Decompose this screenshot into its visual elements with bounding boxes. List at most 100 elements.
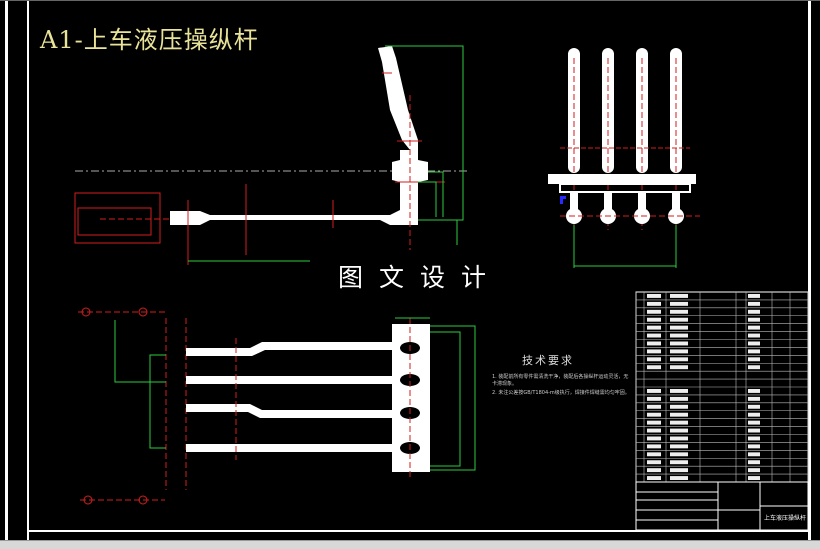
bom-cell-text [748, 452, 760, 457]
front-crossbar-lower [559, 183, 691, 193]
bom-cell-text [670, 365, 688, 370]
side-view-rod [170, 210, 405, 225]
technical-requirement-1: 1. 装配前所有零件需清洗干净，装配后各操纵杆运动灵活，无卡滞现象。 [492, 374, 629, 387]
bom-cell-text [670, 309, 688, 314]
bom-cell-text [748, 341, 760, 346]
bom-cell-text [647, 333, 661, 338]
bom-cell-text [670, 444, 688, 449]
bom-cell-text [670, 420, 688, 425]
bom-cell-text [647, 389, 661, 393]
side-view [74, 45, 470, 265]
bom-cell-text [647, 476, 661, 480]
sheet-border-right [808, 0, 811, 540]
front-view [548, 48, 700, 268]
top-height-dimension [430, 325, 476, 471]
bom-cell-text [670, 428, 688, 433]
bom-cell-text [647, 294, 661, 298]
bom-cell-text [748, 294, 760, 298]
bom-cell-text [647, 420, 661, 425]
lever-handle [378, 46, 418, 150]
bom-cell-text [647, 341, 661, 346]
cylinder-inner [77, 207, 152, 236]
bom-cell-text [670, 349, 688, 354]
bom-cell-text [748, 365, 760, 370]
bom-cell-text [748, 396, 760, 401]
technical-requirements-heading: 技术要求 [522, 354, 574, 367]
bom-cell-text [647, 301, 661, 306]
bom-table [635, 291, 809, 483]
bom-cell-text [670, 404, 688, 409]
bom-cell-text [647, 396, 661, 401]
mount-hole-1 [81, 307, 91, 317]
bom-cell-text [748, 333, 760, 338]
section-marker [560, 196, 566, 204]
bom-cell-text [670, 412, 688, 417]
bom-cell-text [748, 317, 760, 322]
bom-cell-text [670, 452, 688, 457]
bom-cell-text [670, 476, 688, 480]
bom-cell-text [670, 389, 688, 393]
bom-cell-text [748, 325, 760, 330]
top-rod-1 [186, 342, 395, 356]
bom-cell-text [647, 428, 661, 433]
sheet-border-left-outer [5, 0, 8, 540]
bom-cell-text [647, 436, 661, 441]
front-crossbar [548, 174, 696, 184]
bom-cell-text [670, 341, 688, 346]
lever-dim-2 [428, 171, 444, 217]
bom-cell-text [647, 309, 661, 314]
sheet-border-bottom [27, 530, 810, 532]
bom-cell-text [670, 436, 688, 441]
bom-cell-text [670, 460, 688, 465]
bom-cell-text [670, 301, 688, 306]
bom-cell-text [647, 325, 661, 330]
bom-cell-text [647, 404, 661, 409]
bom-cell-text [670, 294, 688, 298]
bom-cell-text [748, 412, 760, 417]
technical-requirement-2: 2. 未注公差按GB/T1804-m级执行，焊接件焊缝需均匀牢固。 [492, 390, 630, 396]
bom-cell-text [670, 325, 688, 330]
lever-height-dimension [385, 45, 464, 221]
bom-cell-text [748, 460, 760, 465]
bom-cell-text [748, 301, 760, 306]
front-lever-1 [568, 48, 580, 230]
bom-cell-text [748, 357, 760, 362]
bom-cell-text [647, 444, 661, 449]
bom-cell-text [748, 404, 760, 409]
drawing-title: A1-上车液压操纵杆 [40, 26, 259, 54]
bom-cell-text [748, 420, 760, 425]
bom-cell-text [748, 444, 760, 449]
status-bar [0, 540, 820, 549]
title-block: 上车液压操纵杆 [635, 481, 809, 531]
bom-cell-text [670, 468, 688, 473]
bom-cell-text [670, 317, 688, 322]
bom-cell-text [748, 349, 760, 354]
cylinder-outline [74, 192, 161, 244]
front-lever-2 [602, 48, 614, 230]
bom-cell-text [748, 436, 760, 441]
bom-cell-text [748, 389, 760, 393]
sheet-border-top [0, 0, 820, 1]
top-rod-3 [186, 404, 395, 418]
front-lever-4 [670, 48, 682, 230]
bom-cell-text [670, 396, 688, 401]
bom-cell-text [647, 317, 661, 322]
bom-cell-text [670, 357, 688, 362]
lever-dim-3 [418, 181, 437, 217]
bom-cell-text [647, 452, 661, 457]
drawing-name-text: 上车液压操纵杆 [764, 514, 806, 522]
bom-cell-text [748, 468, 760, 473]
top-view [78, 307, 476, 505]
mount-hole-2 [138, 307, 148, 317]
watermark-text: 图文设计 [338, 263, 503, 292]
bom-cell-text [670, 333, 688, 338]
bom-cell-text [647, 349, 661, 354]
bom-cell-text [647, 412, 661, 417]
bom-cell-text [647, 460, 661, 465]
bom-cell-text [647, 357, 661, 362]
bom-cell-text [647, 365, 661, 370]
bom-cell-text [748, 428, 760, 433]
bom-cell-text [748, 309, 760, 314]
